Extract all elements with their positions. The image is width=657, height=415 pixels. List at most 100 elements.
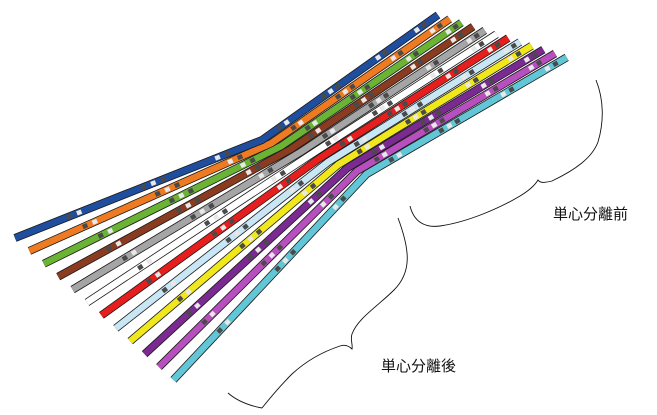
- fiber-mark: [351, 96, 355, 99]
- fiber-mark: [257, 230, 261, 233]
- fiber-mark: [403, 113, 407, 116]
- fiber-mark: [107, 248, 111, 250]
- fiber-mark: [336, 85, 340, 88]
- fiber-mark: [446, 75, 450, 78]
- fiber-mark: [196, 304, 200, 307]
- fiber-mark: [438, 24, 442, 27]
- fiber-mark: [418, 103, 422, 106]
- fiber-mark: [358, 91, 362, 94]
- fiber-mark: [309, 200, 313, 203]
- fiber-mark: [479, 43, 483, 46]
- fiber-mark: [355, 104, 359, 107]
- fiber-mark: [437, 112, 441, 115]
- fiber-mark: [421, 121, 425, 124]
- fiber-mark: [472, 47, 476, 50]
- fiber-mark: [454, 25, 458, 28]
- fiber-mark: [161, 178, 166, 180]
- fiber-mark: [459, 34, 463, 37]
- fiber-mark: [178, 297, 182, 300]
- fiber-mark: [218, 329, 222, 333]
- fiber-mark: [343, 90, 347, 93]
- fiber-mark: [512, 45, 516, 48]
- fiber-mark: [447, 125, 451, 128]
- fiber-mark: [383, 153, 387, 156]
- fiber-mark: [475, 34, 479, 37]
- fiber-mark: [494, 88, 498, 91]
- fiber-mark: [380, 146, 384, 149]
- fiber-mark: [276, 267, 279, 271]
- fiber-mark: [175, 184, 180, 186]
- fiber-mark: [132, 251, 136, 254]
- fiber-mark: [466, 84, 470, 87]
- fiber-mark: [373, 112, 377, 115]
- fiber-mark: [329, 90, 333, 93]
- fiber-mark: [179, 195, 184, 197]
- fiber-mark: [384, 94, 388, 97]
- fiber-mark: [223, 210, 227, 213]
- fiber-mark: [358, 150, 362, 153]
- fiber-mark: [375, 158, 379, 161]
- fiber-mark: [213, 232, 217, 235]
- fiber-mark: [163, 288, 167, 291]
- fiber-mark: [414, 116, 418, 119]
- fiber-mark: [418, 61, 422, 64]
- fiber-mark: [322, 203, 326, 207]
- fiber-mark: [141, 186, 146, 188]
- fiber-mark: [362, 99, 366, 102]
- fiber-mark: [250, 159, 255, 161]
- fiber-mark: [108, 230, 113, 232]
- fiber-mark: [431, 74, 435, 77]
- fiber-mark: [285, 121, 289, 124]
- fiber-mark: [389, 158, 393, 161]
- fiber-mark: [230, 220, 234, 223]
- fiber-mark: [147, 260, 151, 263]
- fiber-mark: [313, 122, 317, 125]
- fiber-mark: [388, 102, 392, 105]
- fiber-mark: [486, 92, 490, 95]
- fiber-mark: [259, 174, 263, 177]
- label-before-separation: 単心分離前: [553, 203, 628, 224]
- fiber-mark: [226, 321, 229, 325]
- fiber-mark: [311, 184, 315, 187]
- fiber-mark: [306, 127, 310, 130]
- fiber-mark: [355, 143, 359, 146]
- fiber-mark: [241, 164, 246, 166]
- fiber-mark: [336, 95, 340, 98]
- fiber-mark: [467, 39, 471, 42]
- fiber-mark: [365, 86, 369, 89]
- fiber-mark: [323, 134, 327, 137]
- label-after-separation: 単心分離後: [381, 355, 456, 376]
- fiber-mark: [303, 191, 307, 194]
- fiber-mark: [365, 145, 369, 148]
- fiber-mark: [99, 235, 104, 237]
- fiber-mark: [138, 266, 142, 269]
- fiber-mark: [403, 103, 407, 106]
- fiber-mark: [446, 30, 450, 33]
- fiber-mark: [431, 29, 435, 32]
- fiber-mark: [265, 241, 269, 244]
- fiber-mark: [424, 129, 428, 132]
- fiber-mark: [171, 282, 175, 285]
- fiber-mark: [415, 29, 419, 32]
- fiber-mark: [529, 66, 533, 69]
- fiber-mark: [391, 57, 395, 60]
- fiber-mark: [256, 248, 260, 251]
- fiber-mark: [147, 279, 151, 282]
- fiber-mark: [203, 320, 207, 324]
- fiber-mark: [214, 216, 218, 219]
- fiber-mark: [195, 199, 199, 201]
- fiber-mark: [77, 212, 82, 214]
- fiber-mark: [187, 311, 191, 314]
- fiber-mark: [177, 209, 181, 212]
- fiber-mark: [501, 93, 505, 96]
- fiber-mark: [482, 84, 486, 87]
- fiber-mark: [292, 126, 296, 129]
- fiber-mark: [278, 126, 282, 129]
- fiber-mark: [191, 216, 195, 219]
- fiber-mark: [334, 205, 337, 209]
- fiber-mark: [399, 52, 403, 55]
- fiber-mark: [438, 69, 442, 72]
- fiber-mark: [350, 85, 354, 88]
- fiber-mark: [496, 44, 500, 47]
- fiber-mark: [414, 52, 418, 55]
